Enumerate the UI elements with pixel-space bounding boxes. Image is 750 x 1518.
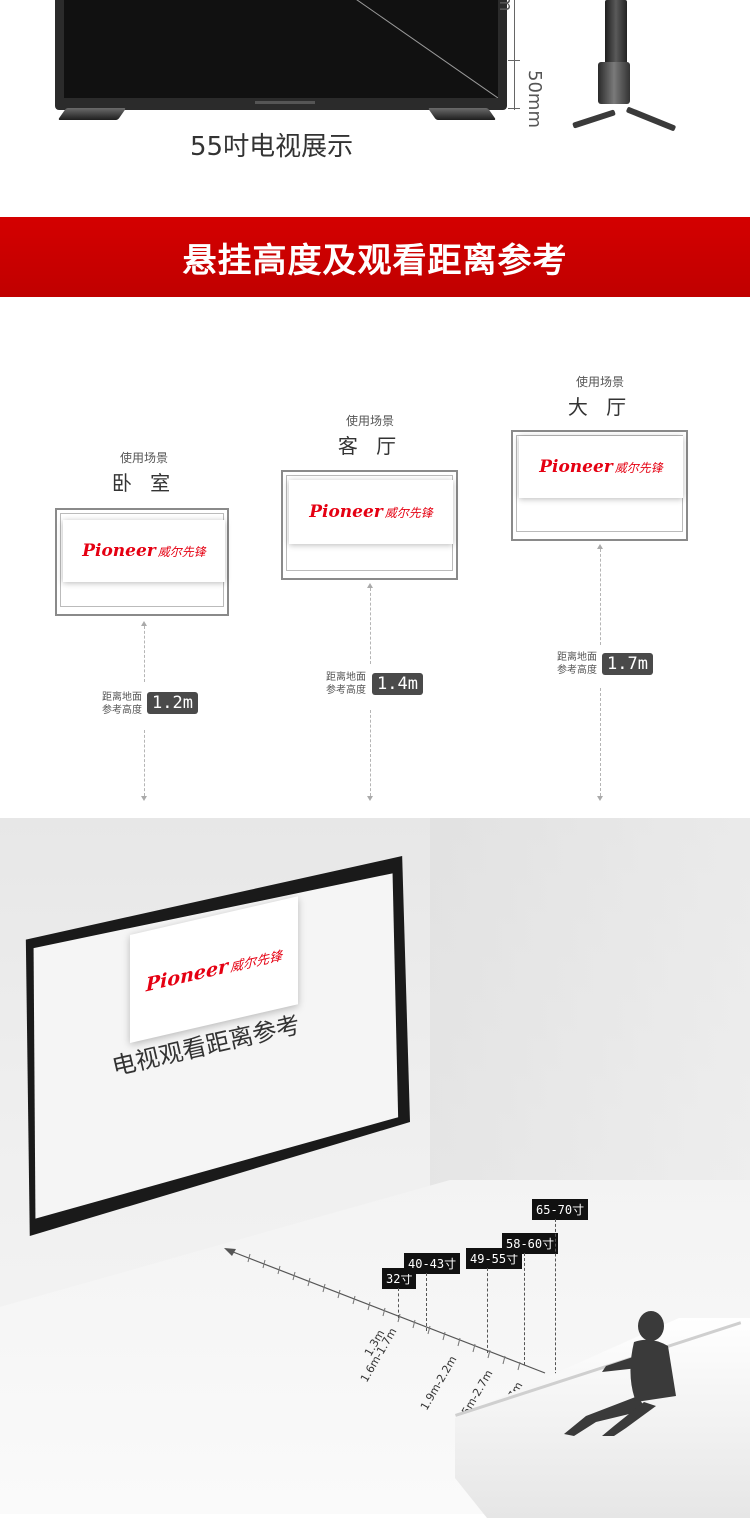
size-pole bbox=[398, 1288, 399, 1318]
scene-tv-hall: Pioneer 威尔先锋 bbox=[511, 430, 688, 541]
arrow-up-icon bbox=[367, 583, 373, 588]
size-pole bbox=[487, 1268, 488, 1353]
arrow-down-icon bbox=[367, 796, 373, 801]
scene-label: 使用场景 bbox=[575, 375, 624, 389]
brand-logo-en: Pioneer bbox=[145, 955, 229, 997]
size-tag: 65-70寸 bbox=[532, 1199, 589, 1220]
brand-logo-card: Pioneer 威尔先锋 bbox=[289, 480, 453, 544]
axis-ticks bbox=[247, 1253, 521, 1371]
tv-front-screen bbox=[64, 0, 498, 98]
room-side-wall bbox=[430, 818, 750, 1238]
scene-tv-living-room: Pioneer 威尔先锋 bbox=[281, 470, 458, 580]
size-pole bbox=[426, 1273, 427, 1331]
depth-label: 50mm bbox=[524, 70, 545, 128]
brand-logo-cn: 威尔先锋 bbox=[384, 505, 433, 520]
height-guide-line bbox=[144, 730, 145, 796]
dimension-tick bbox=[508, 108, 520, 109]
brand-logo-en: Pioneer bbox=[82, 541, 156, 561]
dimension-line bbox=[514, 0, 515, 110]
section-banner: 悬挂高度及观看距离参考 bbox=[0, 217, 750, 297]
distance-axis bbox=[224, 1248, 546, 1374]
banner-title: 悬挂高度及观看距离参考 bbox=[182, 240, 568, 281]
tv-side-base bbox=[598, 62, 630, 104]
tv-stand-left bbox=[57, 108, 127, 120]
height-badge: 1.2m bbox=[147, 692, 198, 714]
height-guide-line bbox=[370, 588, 371, 664]
brand-logo-en: Pioneer bbox=[309, 502, 383, 522]
brand-logo-cn: 威尔先锋 bbox=[614, 460, 663, 475]
height-guide-line bbox=[370, 710, 371, 796]
arrow-down-icon bbox=[597, 796, 603, 801]
scene-name: 大 厅 bbox=[567, 395, 633, 419]
tv-stand-right bbox=[427, 108, 497, 120]
arrow-down-icon bbox=[141, 796, 147, 801]
dimension-tick bbox=[508, 60, 520, 61]
brand-logo-en: Pioneer bbox=[539, 457, 613, 477]
height-guide-line bbox=[600, 549, 601, 645]
product-caption: 55吋电视展示 bbox=[190, 132, 354, 162]
scene-label: 使用场景 bbox=[119, 451, 168, 465]
arrow-up-icon bbox=[141, 621, 147, 626]
scene-name: 客 厅 bbox=[337, 434, 403, 458]
brand-logo-cn: 威尔先锋 bbox=[157, 544, 206, 559]
brand-logo-card: Pioneer 威尔先锋 bbox=[63, 520, 225, 582]
height-description: 距离地面 参考高度 bbox=[326, 672, 366, 696]
person-silhouette-icon bbox=[564, 1311, 676, 1436]
size-tag: 58-60寸 bbox=[502, 1233, 559, 1254]
height-guide-line bbox=[144, 626, 145, 682]
dimension-top-label: m bbox=[495, 0, 516, 12]
height-description: 距离地面 参考高度 bbox=[557, 652, 597, 676]
axis-arrow-icon bbox=[224, 1248, 236, 1256]
tv-brand-strip bbox=[255, 101, 315, 104]
height-guide-line bbox=[600, 688, 601, 796]
height-badge: 1.7m bbox=[602, 653, 653, 675]
size-pole bbox=[524, 1253, 525, 1365]
arrow-up-icon bbox=[597, 544, 603, 549]
scene-tv-bedroom: Pioneer 威尔先锋 bbox=[55, 508, 229, 616]
height-badge: 1.4m bbox=[372, 673, 423, 695]
screen-diagonal-line bbox=[356, 0, 498, 98]
size-tag: 40-43寸 bbox=[404, 1253, 461, 1274]
scene-label: 使用场景 bbox=[345, 414, 394, 428]
scene-name: 卧 室 bbox=[111, 471, 177, 495]
height-description: 距离地面 参考高度 bbox=[102, 692, 142, 716]
size-pole bbox=[555, 1219, 556, 1375]
brand-logo-card: Pioneer 威尔先锋 bbox=[519, 436, 683, 498]
brand-logo-cn: 威尔先锋 bbox=[230, 948, 283, 976]
